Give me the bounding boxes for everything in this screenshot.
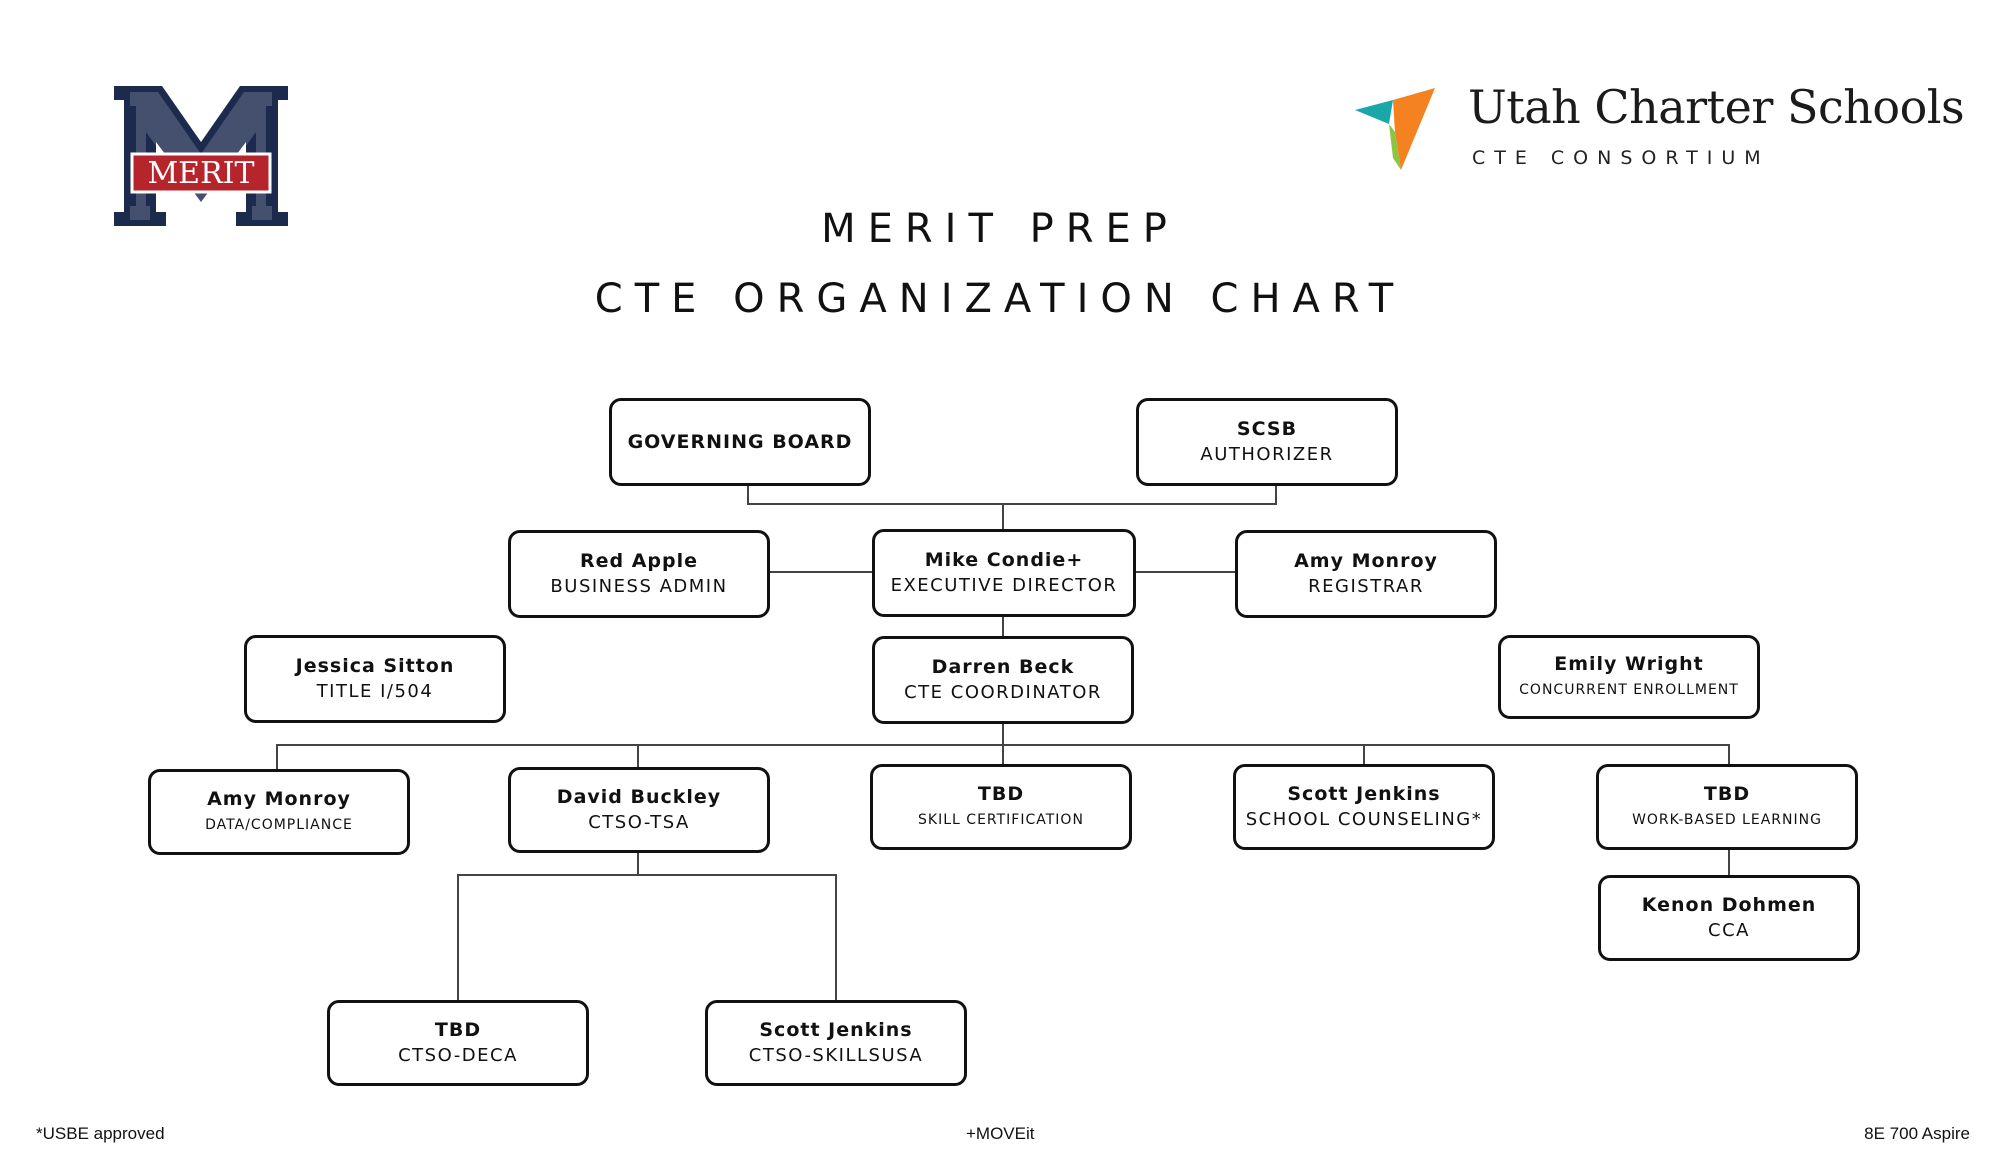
node-name: David Buckley — [556, 786, 722, 808]
node-name: TBD — [1703, 783, 1751, 805]
org-box-work-based-learning: TBD WORK-BASED LEARNING — [1596, 764, 1858, 850]
utah-charter-title: Utah Charter Schools — [1468, 80, 1965, 134]
node-role: SKILL CERTIFICATION — [918, 812, 1084, 828]
org-box-ctso-deca: TBD CTSO-DECA — [327, 1000, 589, 1086]
merit-logo: MERIT — [114, 86, 288, 226]
node-role: TITLE I/504 — [316, 681, 434, 702]
node-role: CONCURRENT ENROLLMENT — [1519, 682, 1739, 698]
org-box-ctso-skillsusa: Scott Jenkins CTSO-SKILLSUSA — [705, 1000, 967, 1086]
node-name: Jessica Sitton — [295, 655, 455, 677]
node-name: Red Apple — [579, 550, 699, 572]
utah-charter-subtitle: CTE CONSORTIUM — [1472, 147, 1770, 169]
node-name: Scott Jenkins — [1287, 783, 1441, 805]
node-role: CCA — [1708, 920, 1750, 941]
node-name: GOVERNING BOARD — [627, 431, 853, 453]
footnote-usbe: *USBE approved — [36, 1124, 165, 1143]
utah-charter-logo-icon — [1355, 88, 1435, 170]
node-role: WORK-BASED LEARNING — [1632, 812, 1822, 828]
org-box-red-apple: Red Apple BUSINESS ADMIN — [508, 530, 770, 618]
node-name: Scott Jenkins — [759, 1019, 913, 1041]
node-name: Mike Condie+ — [924, 549, 1084, 571]
footnote-aspire: 8E 700 Aspire — [1864, 1124, 1970, 1143]
chart-title-line1: MERIT PREP — [821, 206, 1179, 252]
node-role: SCHOOL COUNSELING* — [1245, 809, 1483, 830]
org-box-concurrent-enrollment: Emily Wright CONCURRENT ENROLLMENT — [1498, 635, 1760, 719]
org-box-data-compliance: Amy Monroy DATA/COMPLIANCE — [148, 769, 410, 855]
org-box-ctso-tsa: David Buckley CTSO-TSA — [508, 767, 770, 853]
org-box-governing-board: GOVERNING BOARD — [609, 398, 871, 486]
node-name: Emily Wright — [1554, 653, 1704, 675]
node-role: CTSO-TSA — [588, 812, 690, 833]
node-name: Amy Monroy — [1294, 550, 1438, 572]
org-box-registrar: Amy Monroy REGISTRAR — [1235, 530, 1497, 618]
node-name: TBD — [977, 783, 1025, 805]
node-role: CTSO-DECA — [398, 1045, 518, 1066]
org-box-title-i-504: Jessica Sitton TITLE I/504 — [244, 635, 506, 723]
node-role: DATA/COMPLIANCE — [205, 817, 353, 833]
node-name: Darren Beck — [931, 656, 1075, 678]
node-name: Kenon Dohmen — [1641, 894, 1817, 916]
node-role: REGISTRAR — [1308, 576, 1424, 597]
node-role: AUTHORIZER — [1200, 444, 1334, 465]
node-role: CTSO-SKILLSUSA — [748, 1045, 924, 1066]
merit-logo-text: MERIT — [147, 156, 254, 191]
node-name: TBD — [434, 1019, 482, 1041]
node-name: SCSB — [1236, 418, 1298, 440]
org-box-executive-director: Mike Condie+ EXECUTIVE DIRECTOR — [872, 529, 1136, 617]
node-name: Amy Monroy — [207, 788, 351, 810]
org-box-cca: Kenon Dohmen CCA — [1598, 875, 1860, 961]
node-role: EXECUTIVE DIRECTOR — [890, 575, 1118, 596]
org-box-scsb: SCSB AUTHORIZER — [1136, 398, 1398, 486]
node-role: CTE COORDINATOR — [904, 682, 1102, 703]
org-box-cte-coordinator: Darren Beck CTE COORDINATOR — [872, 636, 1134, 724]
node-role: BUSINESS ADMIN — [550, 576, 728, 597]
org-box-school-counseling: Scott Jenkins SCHOOL COUNSELING* — [1233, 764, 1495, 850]
chart-title-line2: CTE ORGANIZATION CHART — [594, 276, 1406, 322]
org-box-skill-certification: TBD SKILL CERTIFICATION — [870, 764, 1132, 850]
footnote-moveit: +MOVEit — [966, 1124, 1035, 1143]
